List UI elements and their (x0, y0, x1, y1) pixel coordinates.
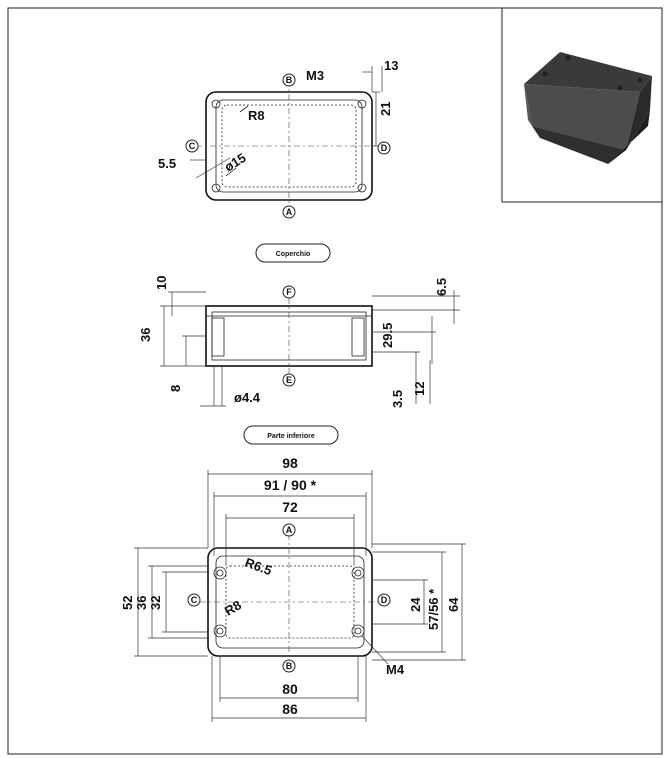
label-52: 52 (120, 596, 135, 610)
label-57-56: 57/56 * (426, 588, 441, 630)
svg-text:B: B (286, 75, 293, 85)
label-dia15: ø15 (222, 150, 249, 175)
marker-d-top: D (377, 141, 391, 155)
svg-text:B: B (286, 661, 293, 671)
label-32: 32 (148, 596, 163, 610)
marker-a-bottom: A (282, 523, 296, 537)
marker-c-bottom: C (187, 593, 201, 607)
label-m3: M3 (306, 68, 324, 83)
label-r8-bottom: R8 (222, 597, 244, 618)
label-10: 10 (154, 276, 169, 290)
label-8: 8 (168, 385, 183, 392)
label-86: 86 (282, 701, 298, 717)
marker-f-side: F (282, 285, 296, 299)
label-36-side: 36 (138, 328, 153, 342)
label-r6-5: R6.5 (243, 555, 274, 578)
label-72: 72 (282, 499, 298, 515)
label-98: 98 (282, 455, 298, 471)
svg-text:A: A (286, 525, 293, 535)
label-13: 13 (384, 58, 398, 73)
label-36-bottom: 36 (134, 596, 149, 610)
marker-b-bottom: B (282, 659, 296, 673)
label-3-5: 3.5 (390, 390, 405, 408)
label-6-5: 6.5 (434, 278, 449, 296)
label-m4: M4 (386, 662, 405, 677)
svg-text:F: F (286, 287, 292, 297)
coperchio-tag: Coperchio (255, 243, 331, 263)
svg-text:A: A (286, 207, 293, 217)
label-dia4-4: ø4.4 (234, 390, 261, 405)
label-12: 12 (412, 382, 427, 396)
marker-b-top: B (282, 73, 296, 87)
marker-a-top: A (282, 205, 296, 219)
svg-text:Coperchio: Coperchio (276, 251, 311, 258)
label-91-90: 91 / 90 * (264, 477, 317, 493)
svg-text:D: D (381, 143, 388, 153)
marker-d-bottom: D (377, 593, 391, 607)
drawing-border (7, 7, 663, 755)
label-29-5: 29.5 (380, 323, 395, 348)
label-64: 64 (446, 597, 461, 612)
marker-e-side: E (282, 373, 296, 387)
bottom-view (134, 470, 466, 722)
side-view (160, 290, 460, 407)
marker-c-top: C (185, 139, 199, 153)
svg-text:Parte inferiore: Parte inferiore (267, 433, 315, 440)
svg-text:C: C (191, 595, 198, 605)
svg-text:C: C (189, 141, 196, 151)
svg-text:D: D (381, 595, 388, 605)
label-r8: R8 (248, 108, 265, 123)
label-21: 21 (378, 102, 393, 116)
label-5-5: 5.5 (158, 156, 176, 171)
label-24: 24 (408, 597, 423, 612)
top-view (190, 66, 383, 208)
svg-text:E: E (286, 375, 292, 385)
enclosure-photo (524, 52, 652, 164)
label-80: 80 (282, 681, 298, 697)
parte-inferiore-tag: Parte inferiore (243, 425, 339, 445)
